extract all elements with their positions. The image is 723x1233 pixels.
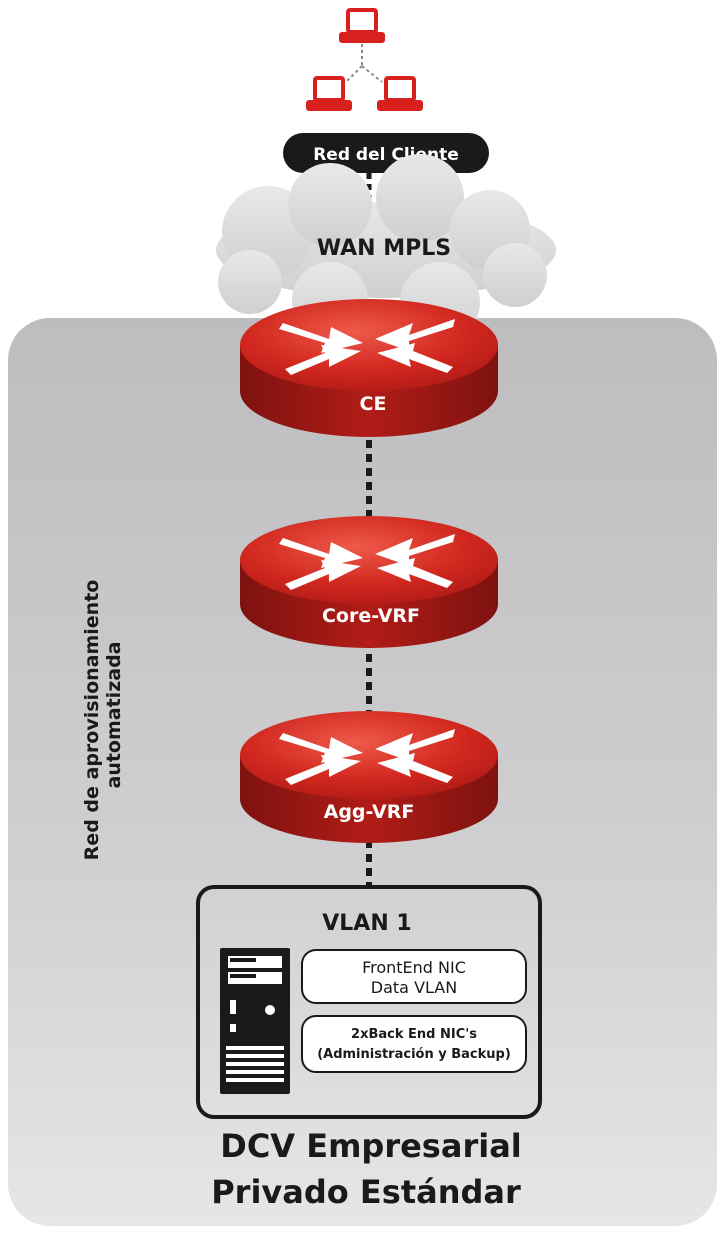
footer-title-line1: DCV Empresarial <box>220 1127 522 1165</box>
laptop-icon <box>306 76 352 111</box>
frontend-nic-line1: FrontEnd NIC <box>362 958 466 977</box>
frontend-nic-box <box>301 949 527 1004</box>
server-tower-icon <box>220 948 290 1094</box>
router-agg-vrf-label: Agg-VRF <box>324 801 415 823</box>
router-agg-vrf <box>240 711 498 843</box>
backend-nic-line1: 2xBack End NIC's <box>351 1027 477 1042</box>
vlan-box <box>196 885 542 1119</box>
provisioning-label-line1: Red de aprovisionamiento <box>81 580 103 861</box>
footer-title-line2: Privado Estándar <box>211 1173 521 1211</box>
vlan-title: VLAN 1 <box>322 911 411 936</box>
provisioning-label-line2: automatizada <box>103 642 125 789</box>
laptop-icon <box>339 8 385 43</box>
laptop-icon <box>377 76 423 111</box>
wan-label: WAN MPLS <box>317 236 451 261</box>
router-core-vrf-label: Core-VRF <box>322 605 420 627</box>
backend-nic-line2: (Administración y Backup) <box>317 1047 511 1062</box>
frontend-nic-line2: Data VLAN <box>371 978 457 997</box>
laptop-link <box>345 44 383 83</box>
router-core-vrf <box>240 516 498 648</box>
router-ce-label: CE <box>360 393 387 415</box>
backend-nic-box <box>301 1015 527 1073</box>
router-ce <box>240 299 498 437</box>
